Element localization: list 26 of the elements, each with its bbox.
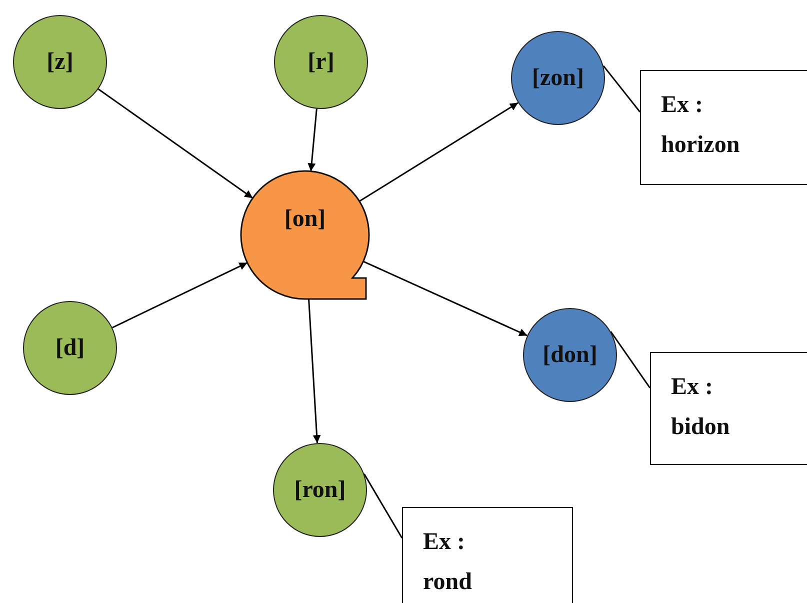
- callout-shape: [241, 171, 369, 299]
- sound-label: [zon]: [532, 64, 584, 92]
- leader-line: [610, 331, 651, 388]
- leader-line: [602, 65, 641, 112]
- example-text: Ex :: [671, 373, 714, 402]
- example-text: Ex :: [661, 91, 704, 120]
- example-callout-box: [640, 70, 807, 185]
- leader-line: [364, 474, 403, 538]
- example-text: rond: [423, 568, 473, 597]
- arrow: [112, 262, 248, 328]
- arrow: [308, 298, 321, 444]
- sound-label: [z]: [46, 48, 74, 76]
- sound-label: [don]: [542, 342, 598, 368]
- arrow: [98, 88, 254, 199]
- example-callout-box: [650, 352, 807, 465]
- arrow: [358, 102, 518, 202]
- example-text: bidon: [671, 413, 731, 442]
- arrow: [363, 260, 528, 336]
- sound-label: [d]: [55, 334, 85, 362]
- example-text: Ex :: [423, 528, 466, 557]
- arrow: [308, 108, 318, 172]
- sound-label: [on]: [284, 206, 326, 232]
- sound-label: [ron]: [294, 476, 346, 504]
- sound-label: [r]: [308, 48, 334, 76]
- example-text: horizon: [661, 131, 741, 160]
- example-callout-box: [402, 507, 573, 603]
